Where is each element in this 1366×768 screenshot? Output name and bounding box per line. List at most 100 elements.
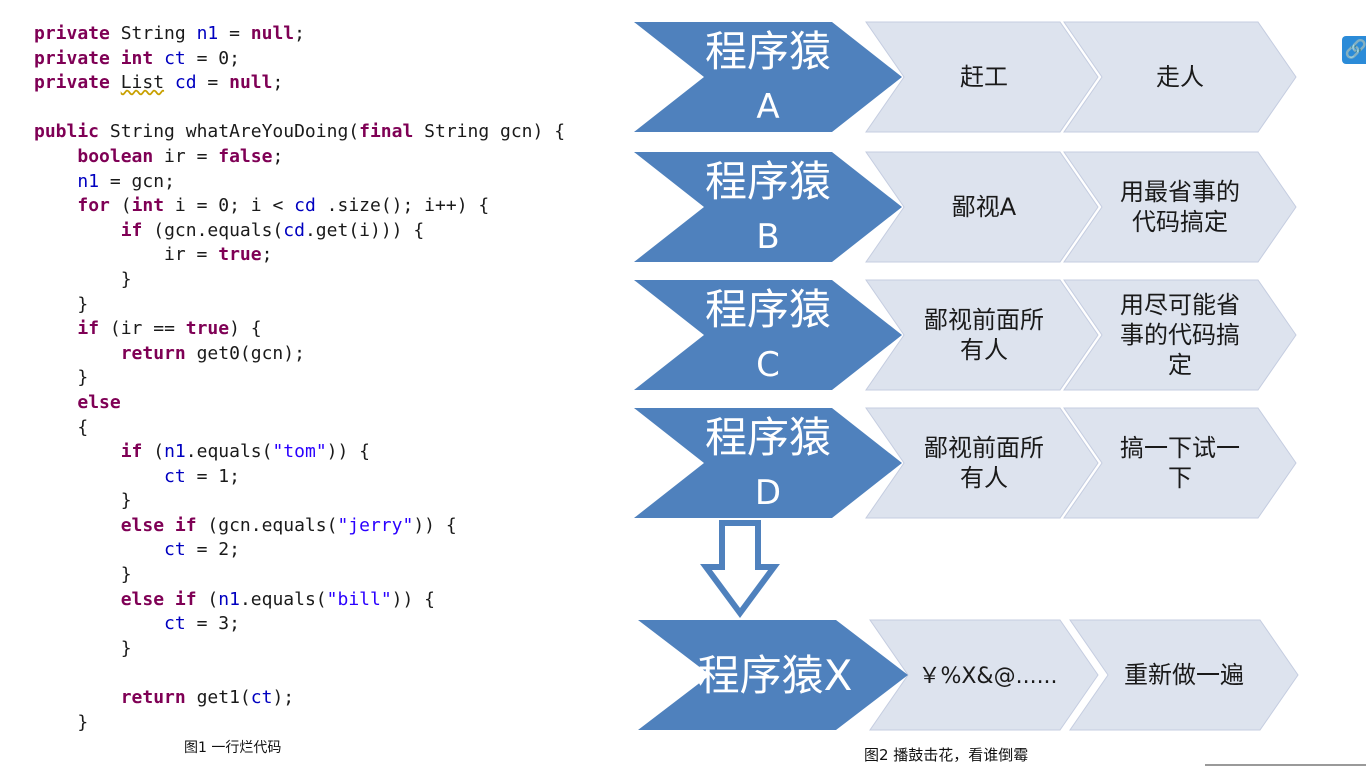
main-chevron (634, 152, 902, 262)
code-line: { (34, 416, 565, 441)
code-token: ir = (34, 244, 219, 266)
step-label: 定 (1168, 351, 1192, 379)
code-token: int (131, 195, 165, 217)
code-token: null (250, 23, 295, 44)
code-line: ct = 3; (34, 612, 565, 637)
step-label: ￥%X&@...... (918, 664, 1057, 689)
step-label: 事的代码搞 (1120, 321, 1240, 349)
step-label: 鄙视A (952, 193, 1017, 221)
code-token: (ir == (99, 318, 186, 340)
developer-title: 程序猿X (698, 651, 853, 700)
code-token: if (120, 441, 143, 463)
code-token: } (34, 490, 132, 512)
code-token: = 1; (185, 465, 240, 487)
code-line: ct = 2; (34, 538, 565, 563)
step-label: 代码搞定 (1132, 208, 1228, 236)
code-token: ( (142, 441, 165, 463)
step-label: 走人 (1156, 63, 1204, 91)
code-token: private (34, 72, 110, 94)
developer-title: 程序猿 (705, 27, 831, 76)
code-token: String whatAreYouDoing( (99, 121, 360, 143)
code-token: get0(gcn); (185, 342, 305, 364)
sub-chevron (1069, 619, 1299, 731)
code-token: false (218, 145, 273, 167)
step-label: 鄙视前面所 (924, 434, 1044, 462)
code-line: else if (n1.equals("bill")) { (34, 588, 565, 613)
figure1-caption: 图1 一行烂代码 (184, 740, 282, 756)
code-token: } (34, 564, 132, 586)
link-icon[interactable]: 🔗 (1342, 36, 1366, 64)
code-token: ) { (229, 318, 262, 340)
code-token: if (77, 318, 100, 340)
main-chevron (638, 620, 908, 730)
code-token: else if (120, 514, 197, 536)
sub-chevron (1063, 279, 1297, 391)
code-token: final (359, 121, 414, 143)
code-token: true (218, 244, 262, 266)
code-line: return get0(gcn); (34, 342, 565, 367)
code-token: n1 (196, 23, 219, 44)
code-token: )) { (413, 514, 457, 536)
code-line: ir = true; (34, 243, 565, 268)
developer-letter: B (756, 217, 779, 257)
code-line: } (34, 489, 565, 514)
developer-letter: A (756, 87, 779, 127)
code-token: public (34, 121, 100, 143)
code-token: ct (250, 687, 273, 709)
code-token: private (34, 47, 110, 69)
code-line: } (34, 366, 565, 391)
developer-title: 程序猿 (705, 413, 831, 462)
code-token: List (120, 72, 165, 94)
developer-title: 程序猿 (705, 285, 831, 334)
code-line: n1 = gcn; (34, 170, 565, 195)
code-token: ( (109, 195, 132, 217)
code-token: ( (196, 588, 219, 610)
code-token: ; (272, 72, 284, 94)
code-token: (gcn.equals( (142, 219, 284, 241)
code-listing: private String n1 = null;private int ct … (34, 22, 565, 735)
sub-chevron (865, 407, 1099, 519)
code-token: = gcn; (99, 170, 175, 192)
code-line: for (int i = 0; i < cd .size(); i++) { (34, 194, 565, 219)
code-token: cd (283, 219, 305, 241)
step-label: 用尽可能省 (1120, 291, 1240, 319)
developer-letter: C (756, 345, 780, 385)
code-token: cd (294, 195, 316, 217)
sub-chevron (1063, 21, 1297, 133)
step-label: 有人 (960, 464, 1008, 492)
step-label: 搞一下试一 (1120, 434, 1240, 462)
code-token: = 0; (185, 47, 240, 69)
code-token: get1( (185, 687, 251, 709)
code-token: .size(); i++) { (315, 195, 490, 217)
code-line: } (34, 268, 565, 293)
code-line: } (34, 293, 565, 318)
code-token: .equals( (239, 588, 327, 610)
code-line: if (ir == true) { (34, 317, 565, 342)
code-token: } (34, 293, 89, 315)
sub-chevron (865, 279, 1099, 391)
code-token: ct (164, 465, 186, 487)
code-token: .equals( (185, 441, 273, 463)
code-line: private List cd = null; (34, 71, 565, 96)
code-token: ; (261, 244, 273, 266)
step-label: 有人 (960, 336, 1008, 364)
code-token: = 2; (185, 539, 240, 561)
sub-chevron (865, 21, 1099, 133)
code-token: true (185, 318, 230, 340)
code-token: n1 (164, 441, 186, 463)
code-line: private int ct = 0; (34, 47, 565, 72)
code-token: "tom" (272, 441, 327, 463)
code-line: return get1(ct); (34, 686, 565, 711)
code-token: cd (174, 72, 197, 94)
code-token: String gcn) { (413, 121, 566, 143)
step-label: 鄙视前面所 (924, 306, 1044, 334)
down-arrow-icon (700, 520, 780, 619)
code-line: else (34, 391, 565, 416)
code-line: boolean ir = false; (34, 145, 565, 170)
code-token: else if (120, 588, 197, 610)
main-chevron (634, 408, 902, 518)
code-line: } (34, 711, 565, 736)
code-line: ct = 1; (34, 465, 565, 490)
code-token: ct (164, 539, 186, 561)
